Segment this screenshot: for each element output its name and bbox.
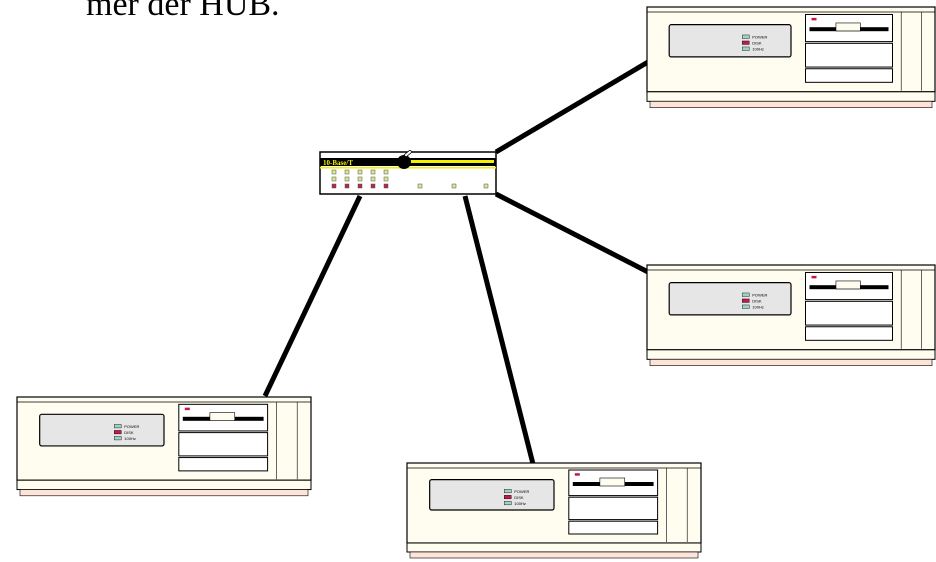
indicator-label: DISK xyxy=(752,298,762,303)
indicator-led xyxy=(742,298,750,303)
case-base xyxy=(646,91,936,102)
case-foot xyxy=(19,489,309,497)
indicator-label: 100Hz xyxy=(752,46,764,51)
indicator-led xyxy=(504,495,512,500)
indicator-led xyxy=(742,46,750,51)
drive-bay xyxy=(805,300,893,326)
case-foot xyxy=(409,551,699,559)
hub-led-top xyxy=(344,169,350,175)
floppy-led xyxy=(811,17,817,21)
hub-led-grid xyxy=(331,169,489,189)
drive-bay xyxy=(568,520,659,535)
drive-bay xyxy=(805,326,893,341)
hub-led-middle xyxy=(344,176,350,182)
indicator-led xyxy=(114,436,122,441)
hub-led-middle xyxy=(331,176,337,182)
front-panel xyxy=(39,413,165,447)
drive-bay xyxy=(805,42,893,68)
floppy-led xyxy=(811,275,817,279)
indicator-led xyxy=(504,501,512,506)
indicator-label: POWER xyxy=(752,34,767,39)
cable-to-top-right xyxy=(494,59,650,155)
hub-led-top xyxy=(383,169,389,175)
hub-led-top xyxy=(370,169,376,175)
indicator-label: DISK xyxy=(514,495,524,500)
case-foot xyxy=(649,359,933,366)
case-foot xyxy=(649,101,933,108)
indicator-led xyxy=(504,489,512,494)
indicator-label: 100Hz xyxy=(514,501,526,506)
drive-bay xyxy=(178,457,269,472)
hub-device: 10-Base/T xyxy=(319,150,497,195)
case-base xyxy=(646,349,936,360)
hub-led-status xyxy=(417,183,423,189)
front-panel xyxy=(668,282,792,316)
indicator-led xyxy=(742,292,750,297)
cable-to-bottom-left xyxy=(262,194,363,398)
front-panel xyxy=(429,479,555,511)
indicator-label: DISK xyxy=(752,40,762,45)
case-base xyxy=(406,542,702,553)
indicator-led xyxy=(114,424,122,429)
hub-logo-icon xyxy=(397,150,413,169)
hub-led-bottom xyxy=(370,183,376,189)
indicator-led xyxy=(742,34,750,39)
hub-led-middle xyxy=(383,176,389,182)
cable-to-bottom-center xyxy=(462,195,536,465)
indicator-label: POWER xyxy=(124,424,139,429)
indicator-label: POWER xyxy=(514,489,529,494)
drive-bay xyxy=(178,432,269,457)
floppy-led xyxy=(184,407,190,411)
hub-led-top xyxy=(357,169,363,175)
floppy-disk-icon xyxy=(209,412,236,421)
caption-text: mer der HUB. xyxy=(86,0,280,23)
hub-led-bottom xyxy=(357,183,363,189)
indicator-label: DISK xyxy=(124,430,134,435)
case-base xyxy=(16,479,312,491)
floppy-disk-icon xyxy=(835,280,861,290)
drive-bay xyxy=(568,496,659,521)
indicator-led xyxy=(742,40,750,45)
hub-stripe xyxy=(410,160,494,163)
cable-to-mid-right xyxy=(494,191,650,275)
indicator-led xyxy=(114,430,122,435)
indicator-label: 100Hz xyxy=(124,436,136,441)
drive-bay xyxy=(805,68,893,83)
hub-led-middle xyxy=(370,176,376,182)
floppy-disk-icon xyxy=(599,477,626,487)
hub-led-bottom xyxy=(383,183,389,189)
floppy-led xyxy=(574,473,580,476)
hub-label: 10-Base/T xyxy=(323,159,353,167)
indicator-label: 100Hz xyxy=(752,304,764,309)
hub-led-bottom xyxy=(344,183,350,189)
indicator-led xyxy=(742,304,750,309)
floppy-disk-icon xyxy=(835,22,861,32)
hub-led-bottom xyxy=(331,183,337,189)
front-panel xyxy=(668,24,792,58)
indicator-label: POWER xyxy=(752,292,767,297)
hub-led-status xyxy=(451,183,457,189)
hub-led-middle xyxy=(357,176,363,182)
hub-led-top xyxy=(331,169,337,175)
hub-led-status xyxy=(483,183,489,189)
